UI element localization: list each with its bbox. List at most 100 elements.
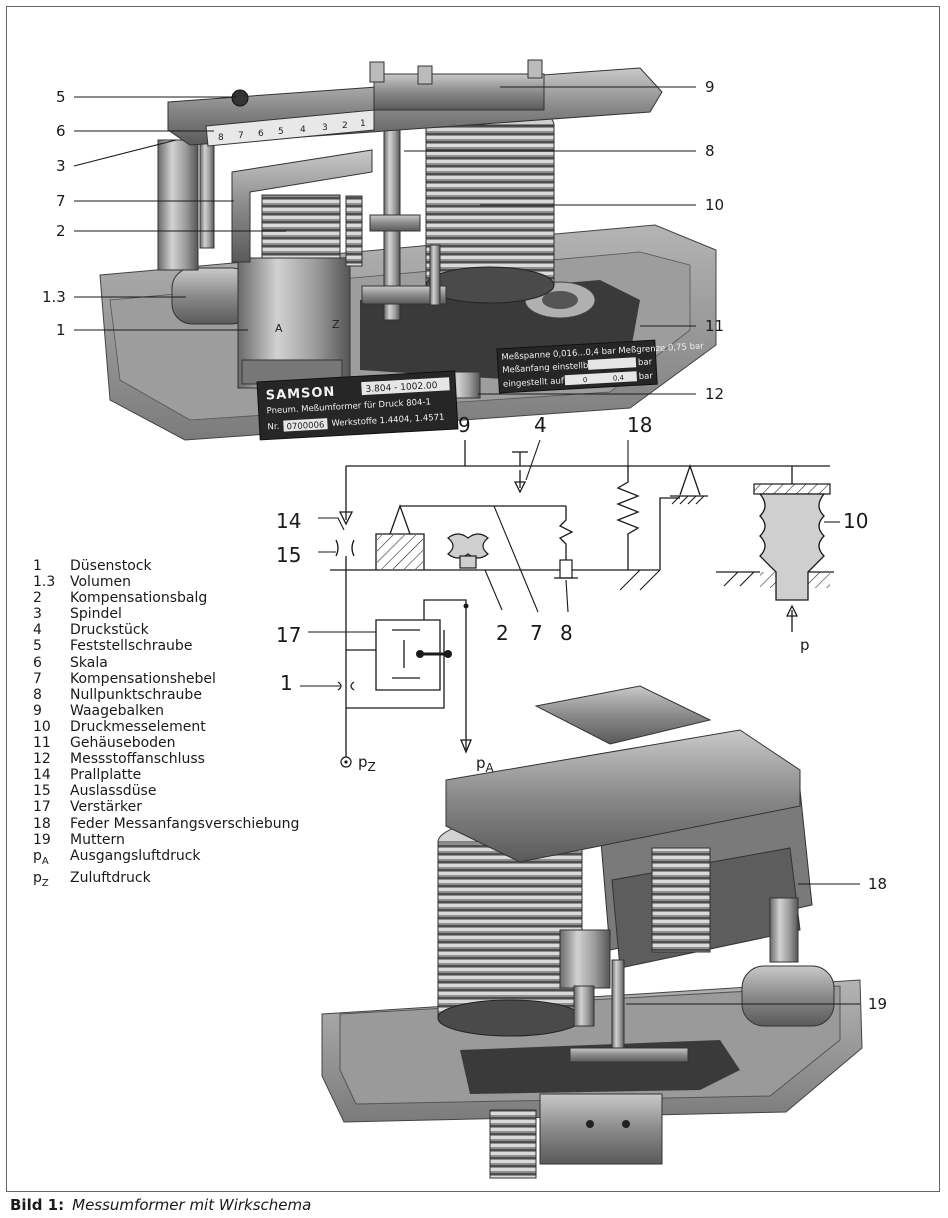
legend-text: Nullpunktschraube (70, 686, 202, 703)
legend-text: Düsenstock (70, 558, 152, 574)
legend-number: pZ (33, 870, 70, 892)
caption-label: Bild 1: (10, 1196, 65, 1214)
schem-label-4: 4 (534, 413, 547, 437)
top-transmitter-illustration: 8 7 6 5 4 3 2 1 A Z SAMSON 3.804 - 1002.… (99, 59, 717, 441)
legend-number: 15 (33, 783, 51, 800)
legend-text: Kompensationshebel (70, 670, 216, 687)
legend-number: 18 (33, 815, 51, 832)
schem-label-9: 9 (458, 413, 471, 437)
schem-label-10: 10 (843, 509, 868, 533)
bottom-callouts: 18 19 (626, 875, 887, 1013)
range-line3: eingestellt auf (503, 376, 565, 389)
schem-label-8: 8 (560, 621, 573, 645)
scale-digit: 3 (322, 123, 328, 133)
range-unit-1: bar (638, 357, 653, 368)
callout-5: 5 (56, 88, 66, 106)
legend-text: Verstärker (70, 799, 142, 816)
schem-label-7: 7 (530, 621, 543, 645)
legend-text: Spindel (70, 606, 122, 623)
legend-row: 5 Feststellschraube (33, 638, 353, 654)
legend-subscript: A (41, 855, 49, 867)
legend-row: 6 Skala (33, 655, 353, 671)
legend-number: 3 (33, 606, 42, 623)
callout-10: 10 (705, 196, 724, 214)
legend-number: pA (33, 848, 70, 870)
legend-text: Druckstück (70, 622, 149, 639)
callout-3: 3 (56, 157, 66, 175)
nameplate-nr-label: Nr. (267, 422, 279, 433)
legend-text: Waagebalken (70, 702, 165, 719)
scale-digit: 7 (238, 131, 244, 141)
legend-text: Zuluftdruck (70, 869, 151, 886)
legend-row: 14 Prallplatte (33, 767, 353, 783)
legend-number: 2 (33, 590, 42, 607)
legend-row: 10 Druckmesselement (33, 719, 353, 735)
bottom-transmitter-illustration (321, 685, 863, 1179)
schematic: 9 4 18 14 15 10 2 7 8 17 1 (276, 413, 868, 775)
schem-p: p (800, 636, 810, 654)
legend-text: Kompensationsbalg (70, 590, 208, 607)
legend-number: 1.3 (33, 574, 56, 591)
callout-1: 1 (56, 321, 66, 339)
legend-symbol: p (33, 869, 42, 886)
legend-text: Muttern (70, 831, 125, 848)
schem-label-14: 14 (276, 509, 301, 533)
scale-digit: 8 (218, 133, 224, 143)
legend-number: 7 (33, 670, 42, 687)
legend-row: 2 Kompensationsbalg (33, 590, 353, 606)
legend-text: Messstoffanschluss (70, 751, 205, 768)
scale-digit: 4 (300, 125, 306, 135)
legend-number: 14 (33, 767, 51, 784)
legend-number: 5 (33, 638, 42, 655)
callout-9: 9 (705, 78, 715, 96)
carrier-letter: Z (332, 318, 340, 331)
legend-text: Volumen (70, 574, 131, 591)
callout-7: 7 (56, 192, 66, 210)
legend-row: 18 Feder Messanfangsverschiebung (33, 816, 353, 832)
legend-number: 6 (33, 654, 42, 671)
range-set-from: 0 (583, 376, 588, 384)
legend-text: Feder Messanfangsverschiebung (70, 815, 300, 832)
callout-11: 11 (705, 317, 724, 335)
legend-text: Skala (70, 654, 108, 671)
legend-subscript: Z (41, 877, 49, 889)
figure-frame (6, 6, 940, 1192)
scale-digit: 1 (360, 119, 366, 129)
range-set-to: 0,4 (613, 374, 625, 383)
legend-number: 10 (33, 718, 51, 735)
range-unit-2: bar (639, 371, 654, 382)
schem-label-1: 1 (280, 671, 293, 695)
schem-label-2: 2 (496, 621, 509, 645)
range-plate: Meßspanne 0,016...0,4 bar Meßgrenze 0,75… (496, 339, 704, 394)
legend-number: 19 (33, 831, 51, 848)
caption-text: Messumformer mit Wirkschema (72, 1196, 312, 1214)
callout-18: 18 (868, 875, 887, 893)
legend-text: Druckmesselement (70, 718, 206, 735)
legend-text: Prallplatte (70, 767, 142, 784)
legend-text: Feststellschraube (70, 638, 193, 655)
scale-digit: 6 (258, 129, 264, 139)
legend-number: 12 (33, 751, 51, 768)
figure-caption: Bild 1: Messumformer mit Wirkschema (10, 1196, 311, 1214)
legend-text: Ausgangsluftdruck (70, 847, 201, 864)
nameplate-type-no: 3.804 - 1002.00 (365, 381, 438, 395)
callout-1-3: 1.3 (42, 288, 66, 306)
schem-label-17: 17 (276, 623, 301, 647)
legend-text: Gehäuseboden (70, 735, 176, 752)
schem-pz: pZ (358, 753, 376, 774)
schem-label-18: 18 (627, 413, 652, 437)
schem-label-15: 15 (276, 543, 301, 567)
top-callouts: 5 6 3 7 2 1.3 1 9 8 10 11 12 (42, 78, 724, 403)
nameplate-brand: SAMSON (265, 385, 335, 404)
carrier-letter: A (275, 322, 283, 335)
legend-number: 9 (33, 702, 42, 719)
scale-digit: 2 (342, 121, 348, 131)
